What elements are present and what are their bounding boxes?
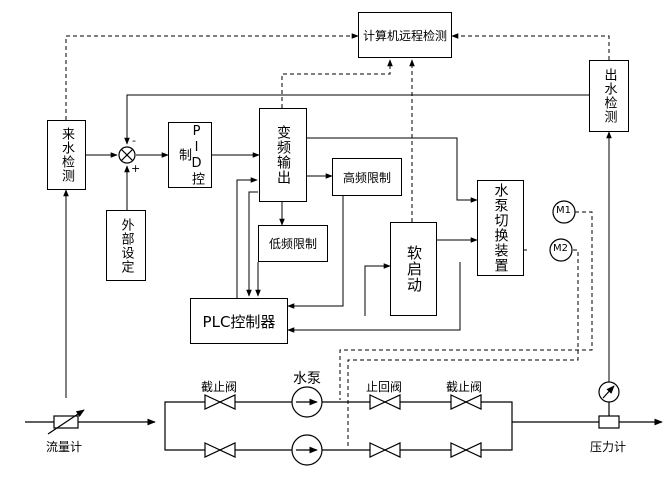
pid-control-label: PID控制: [176, 124, 204, 186]
upper-branch: [204, 386, 482, 418]
pressure-gauge-label: 压力计: [590, 440, 627, 454]
flowmeter-symbol: [47, 409, 85, 435]
high-freq-limit-label: 高频限制: [342, 170, 391, 185]
external-setting-label: 外部设定: [118, 217, 134, 274]
remote-monitoring-box: 计算机远程检测: [358, 12, 452, 58]
piping: [25, 394, 663, 451]
pid-control-box: PID控制: [168, 122, 212, 188]
vfd-output-label: 变频输出: [275, 125, 291, 185]
plus-sign: +: [131, 162, 141, 175]
lower-branch: [204, 434, 482, 466]
motor-m1: [552, 200, 576, 224]
motor-m2-label: M2: [553, 243, 568, 254]
low-freq-limit-box: 低频限制: [258, 225, 328, 262]
minus-sign: -: [132, 134, 136, 147]
motor-m1-label: M1: [556, 205, 571, 216]
pump-switch-box: 水泵切换装置: [477, 180, 524, 276]
soft-start-box: 软启动: [390, 222, 437, 316]
summing-junction: [118, 146, 136, 164]
flowmeter-label: 流量计: [46, 440, 83, 454]
external-setting-box: 外部设定: [106, 210, 146, 281]
vfd-output-box: 变频输出: [259, 108, 307, 202]
inlet-detection-label: 来水检测: [59, 127, 74, 183]
outlet-water-detection-box: 出水检测: [589, 60, 629, 132]
plc-controller-label: PLC控制器: [202, 312, 276, 331]
low-freq-limit-label: 低频限制: [268, 237, 317, 251]
pump-switch-label: 水泵切换装置: [492, 183, 509, 273]
outlet-detection-label: 出水检测: [601, 68, 617, 124]
check-valve-label: 止回阀: [366, 380, 403, 394]
remote-monitoring-label: 计算机远程检测: [362, 28, 447, 43]
pressure-gauge-symbol: [598, 381, 620, 429]
valve2-label: 截止阀: [446, 380, 483, 394]
motor-m2: [549, 238, 573, 262]
pump-label: 水泵: [293, 371, 321, 387]
plc-controller-box: PLC控制器: [190, 298, 288, 344]
valve1-label: 截止阀: [201, 380, 238, 394]
soft-start-label: 软启动: [405, 245, 423, 293]
inlet-water-detection-box: 来水检测: [47, 120, 86, 190]
high-freq-limit-box: 高频限制: [332, 158, 402, 196]
